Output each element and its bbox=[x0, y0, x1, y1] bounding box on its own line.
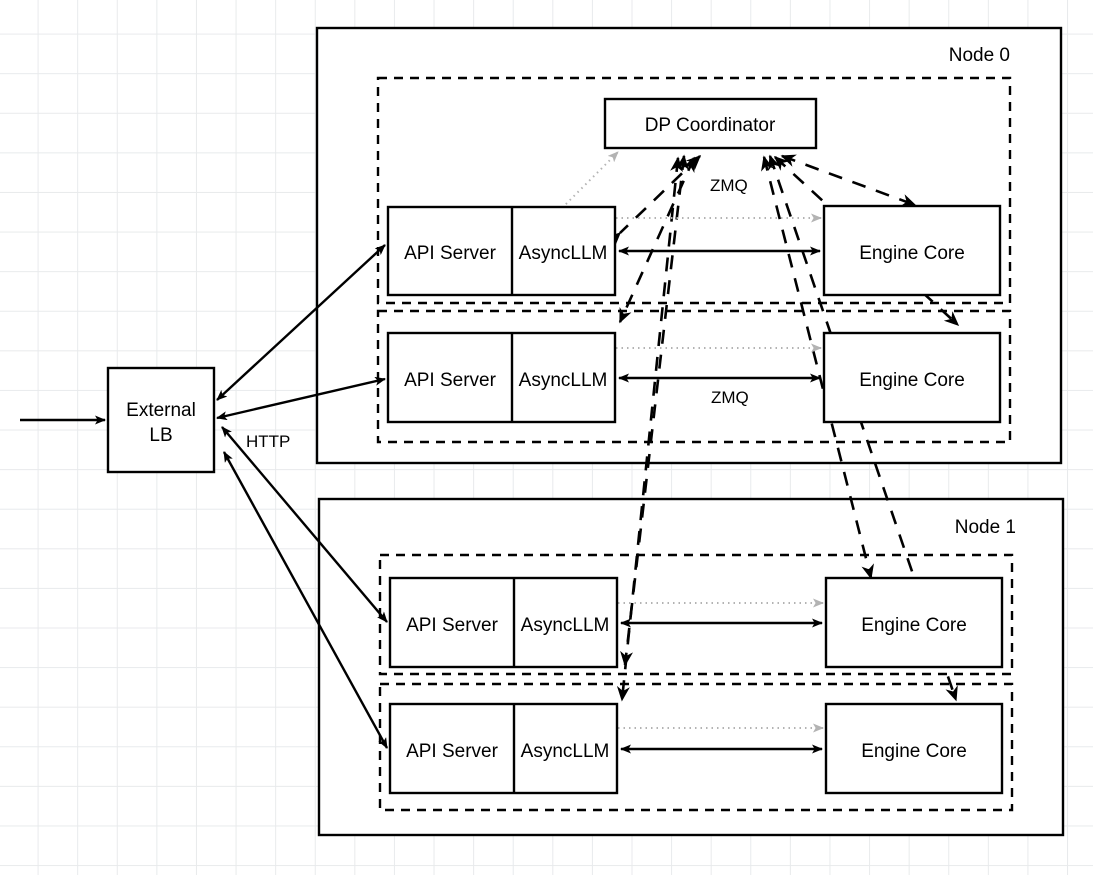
zmq-edge-label-top: ZMQ bbox=[710, 176, 748, 195]
asyncllm-2-label: AsyncLLM bbox=[521, 615, 610, 636]
external-lb-label-line-1: External bbox=[126, 400, 196, 421]
engine-core-1-label: Engine Core bbox=[859, 370, 965, 391]
node-0-label: Node 0 bbox=[949, 45, 1010, 66]
zmq-edge-label-mid: ZMQ bbox=[711, 388, 749, 407]
node-engine-core-2[interactable]: Engine Core bbox=[824, 576, 1004, 669]
node-api-server-0-group[interactable]: API Server AsyncLLM bbox=[386, 205, 617, 297]
node-external-lb[interactable]: External LB bbox=[106, 366, 216, 474]
edge-asyncllm-0-dp-coordinator-dotted bbox=[561, 151, 619, 209]
edge-coordinator-asyncllm-3 bbox=[616, 156, 684, 702]
edge-external-lb-api-server-1 bbox=[216, 376, 386, 421]
node-dp-coordinator[interactable]: DP Coordinator bbox=[603, 97, 818, 150]
external-lb-label-line-2: LB bbox=[149, 425, 172, 446]
dp-group-3-dashed-box bbox=[378, 682, 1014, 812]
api-server-1-label: API Server bbox=[404, 370, 497, 391]
asyncllm-1-label: AsyncLLM bbox=[519, 370, 608, 391]
api-server-3-label: API Server bbox=[406, 741, 499, 762]
node-engine-core-3[interactable]: Engine Core bbox=[824, 702, 1004, 795]
engine-core-0-label: Engine Core bbox=[859, 243, 965, 264]
node-api-server-1-group[interactable]: API Server AsyncLLM bbox=[386, 331, 617, 424]
node-api-server-2-group[interactable]: API Server AsyncLLM bbox=[388, 576, 619, 669]
node-engine-core-0[interactable]: Engine Core bbox=[822, 204, 1002, 297]
edge-external-lb-api-server-3 bbox=[222, 451, 389, 749]
api-server-2-label: API Server bbox=[406, 615, 499, 636]
asyncllm-3-label: AsyncLLM bbox=[521, 741, 610, 762]
node-engine-core-1[interactable]: Engine Core bbox=[822, 331, 1002, 424]
node-api-server-3-group[interactable]: API Server AsyncLLM bbox=[388, 702, 619, 795]
http-edge-label: HTTP bbox=[246, 432, 290, 451]
engine-core-3-label: Engine Core bbox=[861, 741, 967, 762]
engine-core-2-label: Engine Core bbox=[861, 615, 967, 636]
edge-external-lb-api-server-0 bbox=[216, 244, 386, 401]
asyncllm-0-label: AsyncLLM bbox=[519, 243, 608, 264]
node-1-label: Node 1 bbox=[955, 517, 1016, 538]
api-server-0-label: API Server bbox=[404, 243, 497, 264]
dp-coordinator-label: DP Coordinator bbox=[645, 115, 776, 136]
